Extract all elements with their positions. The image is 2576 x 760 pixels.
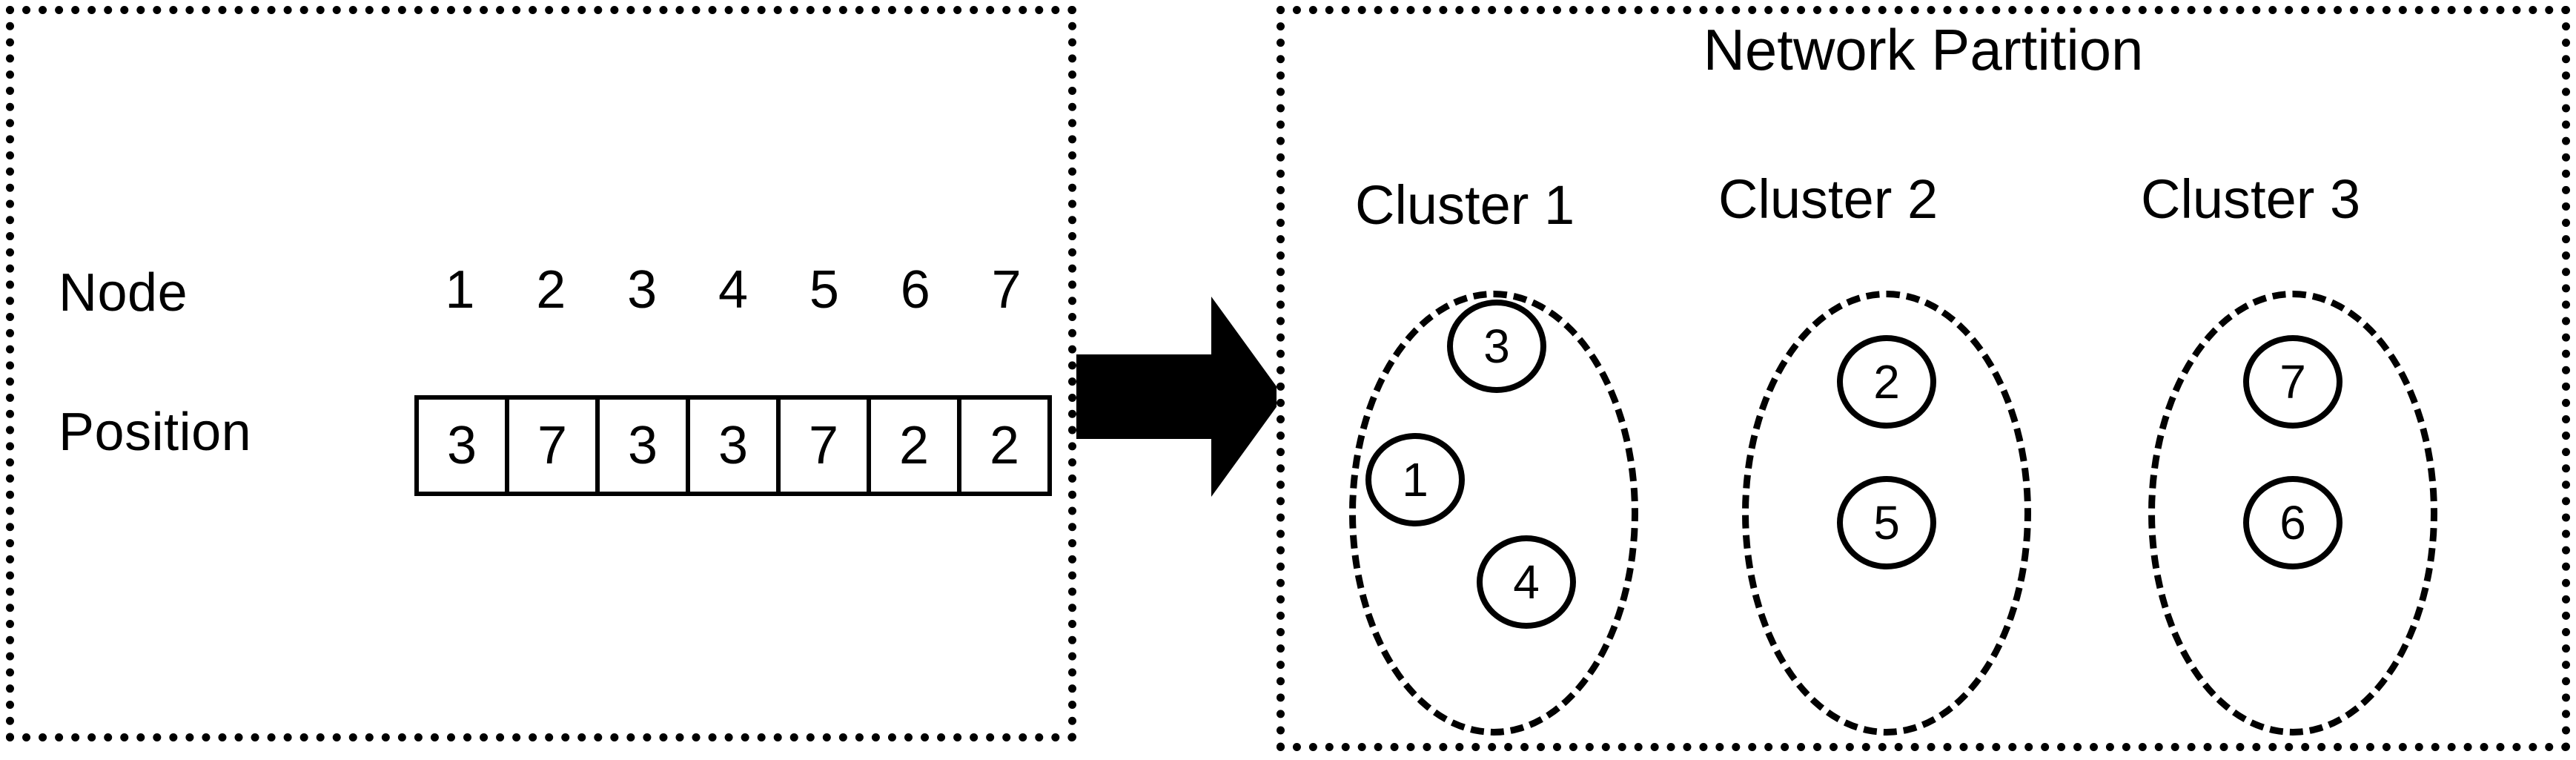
node-row-label: Node [59, 263, 188, 323]
cluster-1-label: Cluster 1 [1355, 174, 1575, 236]
node-id-3: 3 [627, 260, 658, 320]
node-id-5: 5 [809, 260, 839, 320]
position-cell: 7 [781, 400, 871, 492]
cluster-2-boundary [1742, 291, 2031, 736]
position-cell: 2 [989, 416, 1020, 475]
node-6: 6 [2243, 476, 2342, 569]
position-cell: 3 [600, 400, 690, 492]
cluster-1-boundary [1349, 291, 1638, 736]
node-2: 2 [1837, 335, 1936, 429]
position-cell: 3 [419, 400, 509, 492]
position-cell: 7 [509, 400, 600, 492]
cluster-2-label: Cluster 2 [1718, 168, 1938, 230]
position-row-label: Position [59, 403, 252, 462]
node-id-7: 7 [991, 260, 1022, 320]
position-cell: 3 [690, 400, 781, 492]
position-cell: 2 [871, 400, 961, 492]
node-id-6: 6 [900, 260, 930, 320]
node-4: 4 [1477, 535, 1576, 629]
node-id-4: 4 [718, 260, 749, 320]
node-5: 5 [1837, 476, 1936, 569]
page-title: Network Partition [1703, 17, 2144, 82]
node-7: 7 [2243, 335, 2342, 429]
node-id-2: 2 [536, 260, 566, 320]
node-1: 1 [1365, 433, 1465, 526]
cluster-3-boundary [2148, 291, 2437, 736]
node-id-1: 1 [445, 260, 475, 320]
right-arrow-icon [1076, 297, 1284, 497]
node-3: 3 [1447, 300, 1546, 393]
cluster-3-label: Cluster 3 [2141, 168, 2361, 230]
